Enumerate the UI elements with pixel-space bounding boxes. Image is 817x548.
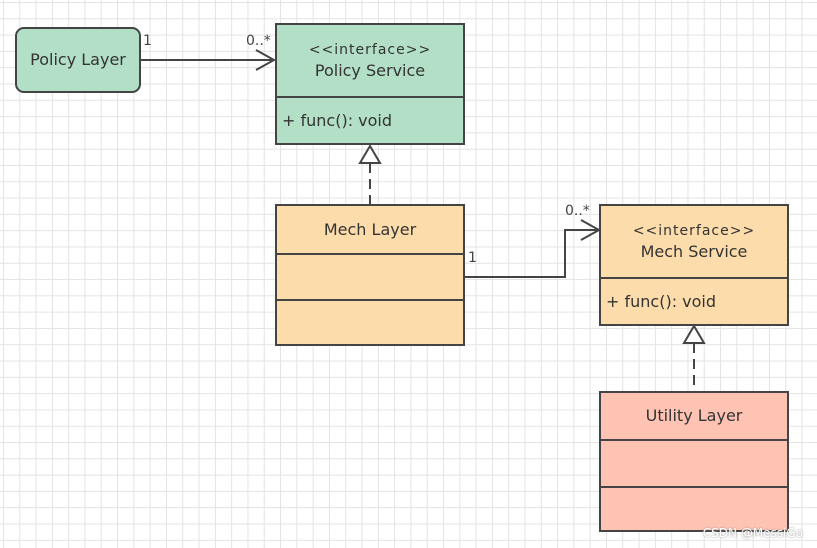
mech-service-name: Mech Service [640, 241, 748, 261]
policy-service-operations: + func(): void [277, 98, 463, 143]
mech-source-multiplicity: 1 [468, 250, 477, 266]
realization-triangle-policy-service [358, 144, 382, 164]
utility-layer-attributes [601, 441, 787, 488]
utility-layer-operations [601, 488, 787, 530]
mech-layer-attributes [277, 255, 463, 301]
mech-layer-header: Mech Layer [277, 206, 463, 255]
policy-service-operation: + func(): void [282, 110, 393, 130]
mech-target-multiplicity: 0..* [565, 203, 590, 219]
policy-service-name: Policy Service [314, 60, 426, 80]
mech-service-header: <<interface>> Mech Service [601, 206, 787, 279]
utility-layer-class[interactable]: Utility Layer [599, 391, 789, 532]
utility-layer-name: Utility Layer [645, 406, 743, 425]
mech-service-class[interactable]: <<interface>> Mech Service + func(): voi… [599, 204, 789, 326]
policy-layer-node[interactable]: Policy Layer [15, 27, 141, 93]
policy-layer-label: Policy Layer [30, 50, 126, 69]
policy-source-multiplicity: 1 [143, 33, 152, 49]
realization-triangle-mech-service [682, 324, 706, 344]
mech-layer-name: Mech Layer [323, 219, 417, 239]
open-arrow-head-policy [255, 49, 277, 71]
mech-layer-class[interactable]: Mech Layer [275, 204, 465, 346]
mech-layer-operations [277, 301, 463, 344]
utility-layer-header: Utility Layer [601, 393, 787, 441]
policy-service-stereotype: <<interface>> [308, 41, 432, 58]
policy-target-multiplicity: 0..* [246, 33, 271, 49]
mech-service-operations: + func(): void [601, 279, 787, 324]
association-line-mech [464, 229, 599, 278]
policy-service-class[interactable]: <<interface>> Policy Service + func(): v… [275, 23, 465, 145]
mech-service-operation: + func(): void [606, 291, 717, 311]
mech-service-stereotype: <<interface>> [632, 222, 756, 239]
policy-service-header: <<interface>> Policy Service [277, 25, 463, 98]
watermark: CSDN @MessiGo [702, 526, 803, 540]
